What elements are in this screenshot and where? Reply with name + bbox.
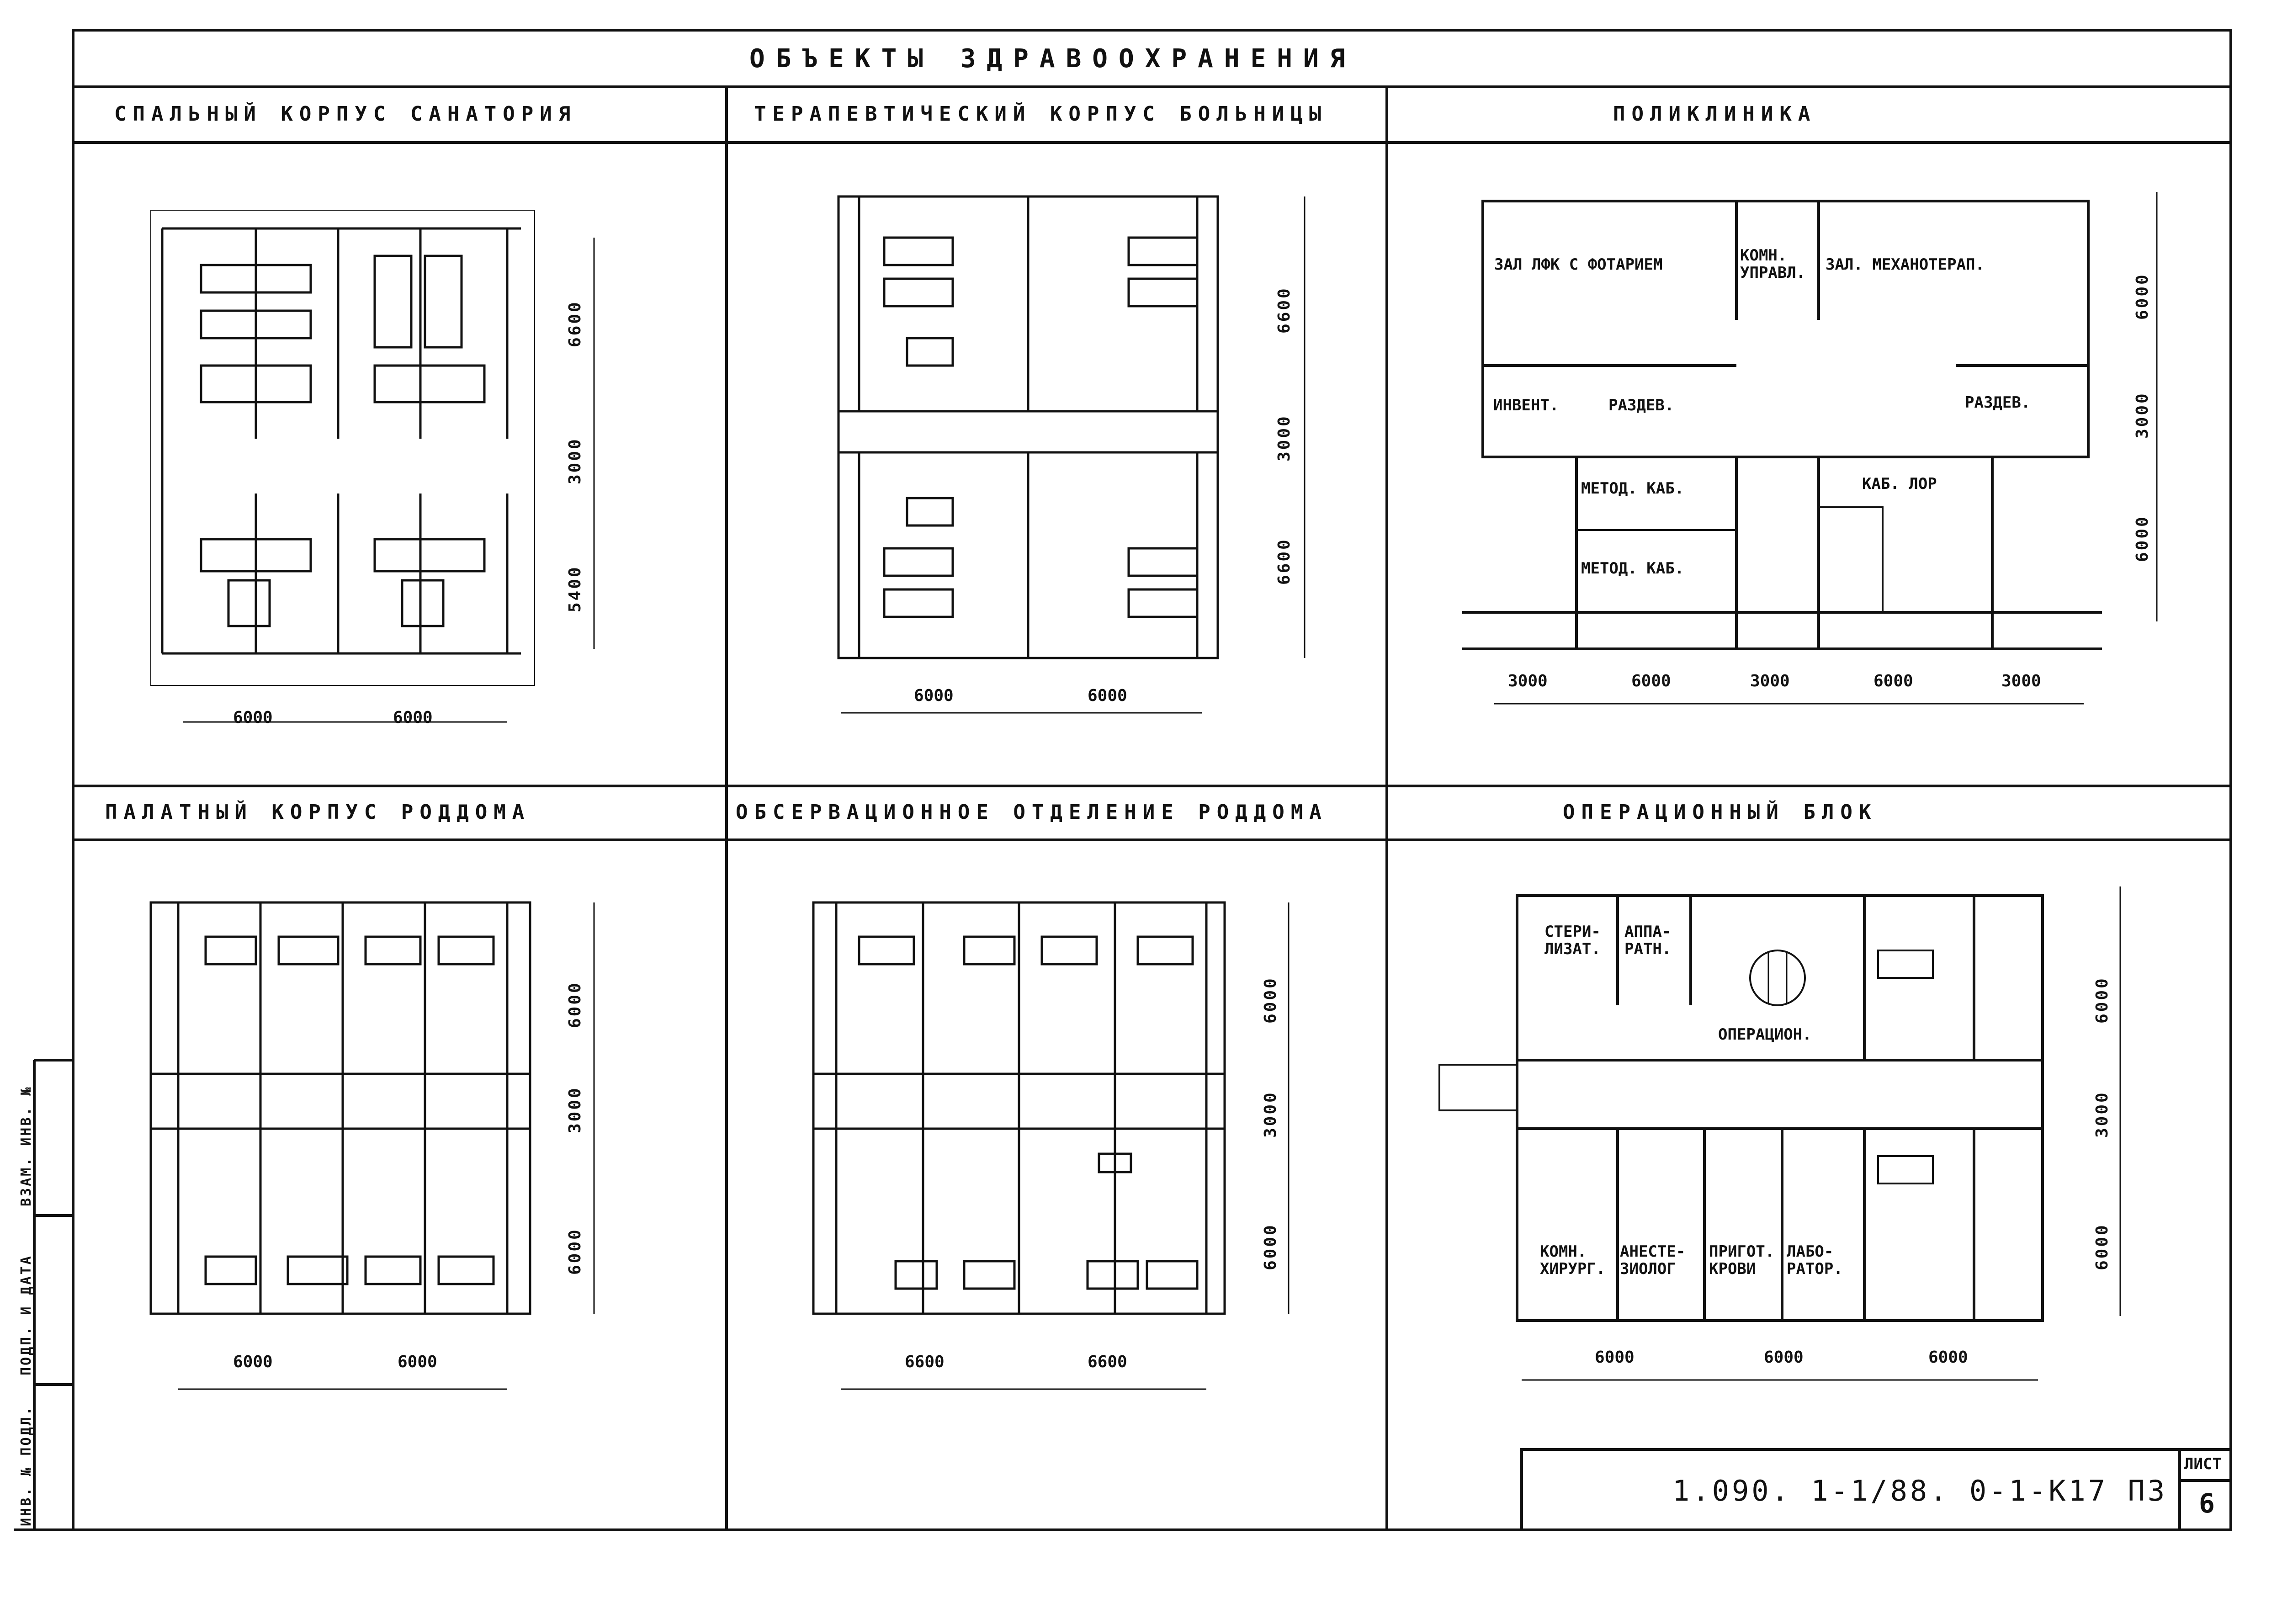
document-code: 1.090. 1-1/88. 0-1-К17 ПЗ	[1672, 1474, 2168, 1507]
dim-label: 6000	[393, 708, 433, 727]
room-label: АППА- РАТН.	[1624, 923, 1672, 958]
dim-label: 3000	[1750, 672, 1790, 690]
stamp-inv-podl: ИНВ. № ПОДЛ.	[18, 1405, 34, 1526]
room-label: АНЕСТЕ- ЗИОЛОГ	[1620, 1242, 1686, 1278]
plan-sanatorium	[150, 210, 595, 723]
dim-label: 6000	[1631, 672, 1671, 690]
room-label: ОПЕРАЦИОН.	[1718, 1025, 1812, 1044]
panel-title-polyclinic: ПОЛИКЛИНИКА	[1613, 102, 1817, 126]
stamp-podp-data: ПОДП. И ДАТА	[18, 1254, 34, 1375]
sheet-label: ЛИСТ	[2184, 1455, 2222, 1473]
room-label: ПРИГОТ. КРОВИ	[1709, 1242, 1775, 1278]
room-label: КОМН. УПРАВЛ.	[1740, 246, 1806, 282]
stamp-vzam-inv: ВЗАМ. ИНВ. №	[18, 1085, 34, 1206]
room-label: ЗАЛ ЛФК С ФОТАРИЕМ	[1494, 255, 1663, 274]
dim-label: 6000	[1088, 686, 1127, 705]
dim-label: 6600	[1275, 538, 1294, 585]
dim-label: 6000	[2093, 1223, 2112, 1270]
plan-polyclinic	[1462, 192, 2158, 705]
dim-label: 6000	[914, 686, 954, 705]
sheet-frame	[72, 29, 2232, 1531]
dim-label: 6000	[1595, 1348, 1635, 1367]
room-label: СТЕРИ- ЛИЗАТ.	[1544, 923, 1601, 958]
room-label: РАЗДЕВ.	[1965, 393, 2031, 412]
dim-label: 6600	[1088, 1353, 1127, 1371]
dim-label: 6000	[1261, 977, 1280, 1024]
dim-label: 3000	[2093, 1091, 2112, 1138]
dim-label: 6000	[2133, 515, 2152, 562]
sheet-number: 6	[2199, 1488, 2215, 1519]
dim-label: 6000	[1261, 1223, 1280, 1270]
plan-operating-block	[1438, 886, 2121, 1381]
dim-label: 3000	[1261, 1091, 1280, 1138]
panel-title-therapy: ТЕРАПЕВТИЧЕСКИЙ КОРПУС БОЛЬНИЦЫ	[754, 102, 1328, 126]
room-label: КАБ. ЛОР	[1862, 475, 1937, 493]
dim-label: 3000	[566, 1086, 584, 1133]
panel-title-observation: ОБСЕРВАЦИОННОЕ ОТДЕЛЕНИЕ РОДДОМА	[736, 801, 1328, 824]
title-block-frame	[1520, 1448, 2232, 1531]
dim-label: 6000	[2133, 273, 2152, 320]
plan-maternity-wards	[149, 901, 595, 1390]
dim-label: 3000	[1508, 672, 1548, 690]
dim-label: 3000	[566, 437, 584, 484]
dim-label: 6000	[566, 981, 584, 1028]
dim-label: 5400	[566, 565, 584, 612]
dim-label: 3000	[2001, 672, 2041, 690]
dim-label: 6000	[1928, 1348, 1968, 1367]
dim-label: 6000	[1873, 672, 1913, 690]
dim-label: 6000	[233, 708, 273, 727]
dim-label: 6000	[566, 1228, 584, 1275]
panel-title-maternity: ПАЛАТНЫЙ КОРПУС РОДДОМА	[105, 801, 531, 824]
panel-title-operating: ОПЕРАЦИОННЫЙ БЛОК	[1563, 801, 1878, 824]
dim-label: 6600	[1275, 287, 1294, 334]
room-label: ИНВЕНТ.	[1493, 396, 1559, 414]
panel-title-sanatorium: СПАЛЬНЫЙ КОРПУС САНАТОРИЯ	[114, 102, 577, 126]
dim-label: 3000	[2133, 392, 2152, 439]
dim-label: 6000	[233, 1353, 273, 1371]
dim-label: 6000	[1764, 1348, 1804, 1367]
dim-label: 3000	[1275, 414, 1294, 462]
dim-label: 6000	[398, 1353, 437, 1371]
sheet-title: ОБЪЕКТЫ ЗДРАВООХРАНЕНИЯ	[749, 44, 1356, 74]
dim-label: 6600	[566, 300, 584, 347]
room-label: КОМН. ХИРУРГ.	[1540, 1242, 1606, 1278]
dim-label: 6600	[905, 1353, 945, 1371]
plan-observation-department	[812, 901, 1290, 1390]
dim-label: 6000	[2093, 977, 2112, 1024]
room-label: ЗАЛ. МЕХАНОТЕРАП.	[1826, 255, 1985, 274]
plan-therapy-building	[837, 195, 1306, 714]
room-label: РАЗДЕВ.	[1608, 396, 1674, 414]
room-label: ЛАБО- РАТОР.	[1787, 1242, 1843, 1278]
room-label: МЕТОД. КАБ.	[1581, 559, 1684, 578]
room-label: МЕТОД. КАБ.	[1581, 479, 1684, 498]
